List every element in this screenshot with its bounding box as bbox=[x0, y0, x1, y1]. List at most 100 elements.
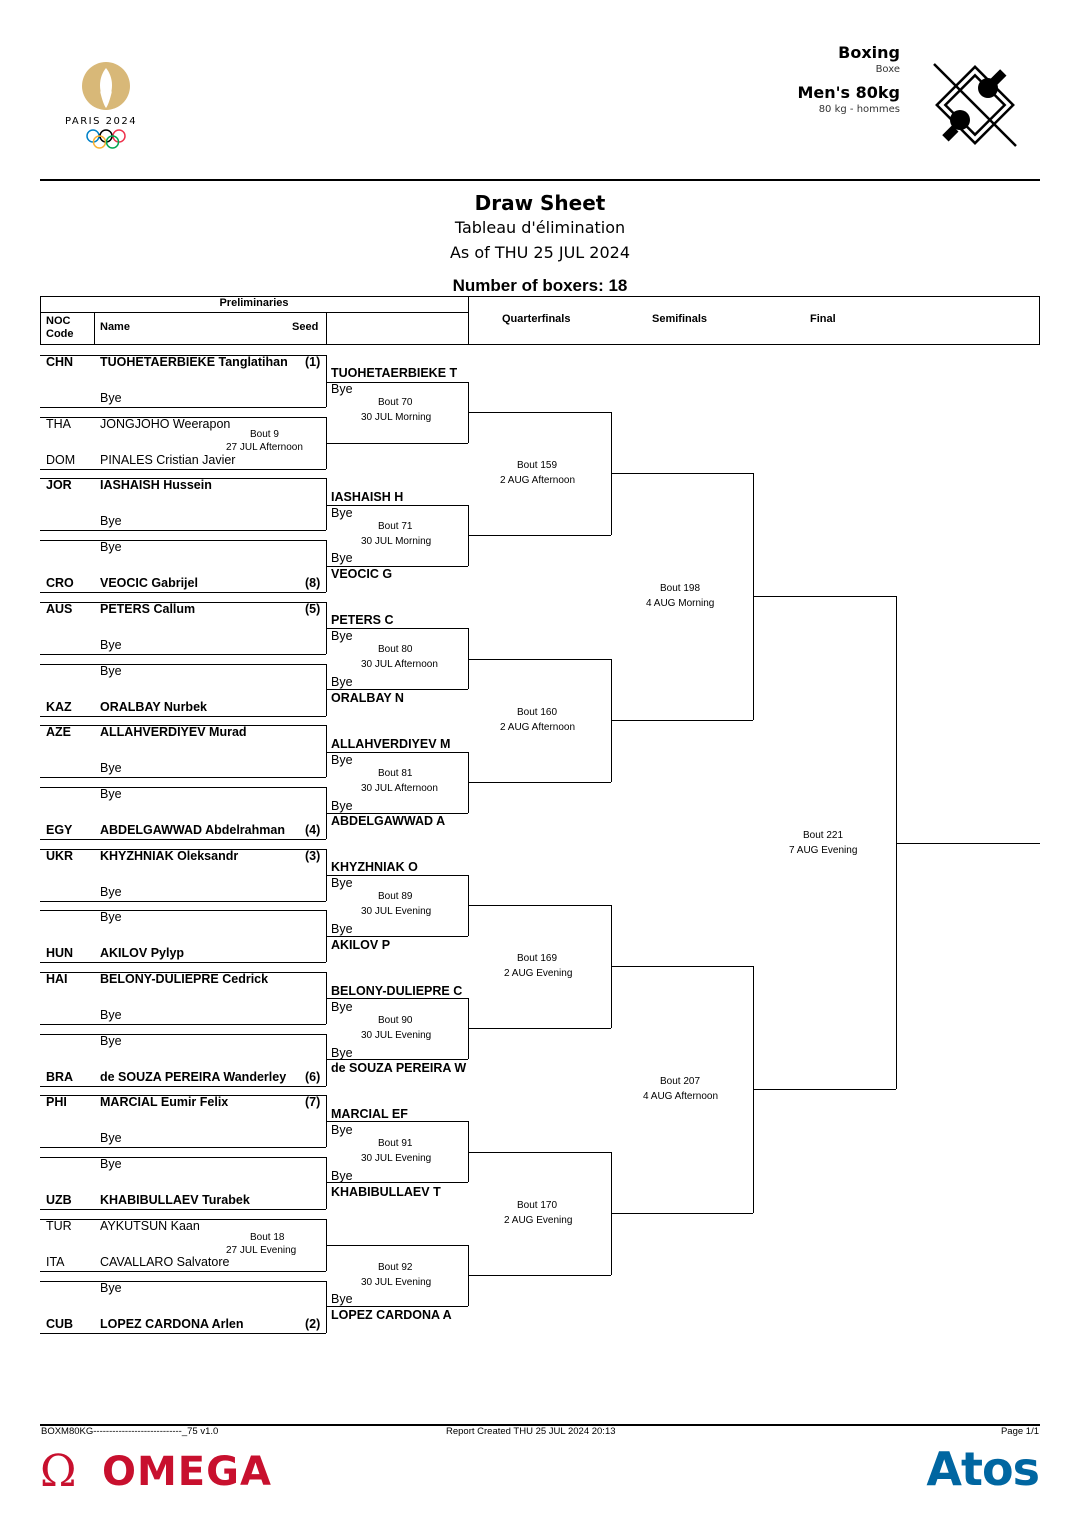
quarterfinals-header: Quarterfinals bbox=[502, 313, 571, 325]
bout-number: Bout 207 bbox=[660, 1076, 701, 1087]
bout-time: 30 JUL Evening bbox=[361, 1277, 432, 1288]
bracket-line bbox=[468, 782, 611, 783]
noc-code: DOM bbox=[46, 452, 76, 467]
bye-label: Bye bbox=[100, 637, 122, 652]
boxer-name: KHYZHNIAK O bbox=[331, 860, 418, 874]
bracket-line bbox=[326, 1157, 327, 1210]
boxer-name: IASHAISH H bbox=[331, 490, 404, 504]
bracket-line bbox=[40, 777, 326, 779]
boxer-name: KHYZHNIAK Oleksandr bbox=[100, 848, 239, 863]
noc-code: PHI bbox=[46, 1095, 67, 1110]
bracket-line bbox=[326, 505, 468, 506]
bracket-line bbox=[326, 628, 468, 629]
bout-time: 2 AUG Evening bbox=[504, 1215, 573, 1226]
bracket-line bbox=[40, 725, 326, 727]
noc-code: TUR bbox=[46, 1218, 72, 1233]
noc-code: KAZ bbox=[46, 699, 72, 714]
bracket-line bbox=[40, 663, 326, 665]
seed-label: (1) bbox=[305, 355, 321, 369]
bracket-line bbox=[326, 416, 327, 469]
boxer-name: KHABIBULLAEV T bbox=[331, 1185, 441, 1199]
seed-label: (6) bbox=[305, 1069, 321, 1084]
bout-number: Bout 170 bbox=[517, 1200, 558, 1211]
preliminaries-header: Preliminaries bbox=[219, 297, 289, 309]
boxer-name: VEOCIC G bbox=[331, 567, 393, 581]
bout-time: 30 JUL Evening bbox=[361, 1030, 432, 1041]
bracket-line bbox=[468, 659, 611, 660]
bye-label: Bye bbox=[331, 753, 353, 767]
bye-label: Bye bbox=[331, 876, 353, 890]
bracket-line bbox=[326, 848, 327, 901]
boxer-name: AYKUTSUN Kaan bbox=[100, 1218, 200, 1233]
noc-code: JOR bbox=[46, 478, 72, 493]
footer-rule bbox=[40, 1424, 1040, 1426]
sport-title-fr: Boxe bbox=[875, 64, 900, 75]
bracket-line bbox=[40, 1209, 326, 1211]
seed-label: (5) bbox=[305, 601, 321, 616]
bye-label: Bye bbox=[331, 629, 353, 643]
bye-label: Bye bbox=[331, 382, 353, 396]
noc-code: HAI bbox=[46, 972, 68, 986]
bracket-line bbox=[40, 1024, 326, 1025]
bracket-line bbox=[40, 972, 326, 973]
bracket-line bbox=[468, 1275, 611, 1276]
bout-time: 2 AUG Evening bbox=[504, 968, 573, 979]
bye-label: Bye bbox=[331, 1123, 353, 1137]
bracket-line bbox=[40, 355, 326, 356]
bracket-line bbox=[896, 596, 897, 1089]
bye-label: Bye bbox=[100, 786, 122, 801]
boxer-name: PETERS C bbox=[331, 613, 394, 627]
bout-number: Bout 18 bbox=[250, 1232, 285, 1243]
boxer-name: ABDELGAWWAD Abdelrahman bbox=[100, 822, 285, 837]
boxing-pictogram-icon bbox=[928, 58, 1022, 152]
bout-number: Bout 169 bbox=[517, 953, 558, 964]
boxer-name: TUOHETAERBIEKE Tanglatihan bbox=[100, 355, 288, 369]
bye-label: Bye bbox=[100, 884, 122, 899]
bout-number: Bout 159 bbox=[517, 460, 558, 471]
bye-label: Bye bbox=[100, 910, 122, 925]
header-rule bbox=[40, 179, 1040, 181]
bout-time: 2 AUG Afternoon bbox=[500, 722, 576, 733]
boxer-name: MARCIAL EF bbox=[331, 1107, 408, 1121]
noc-code: AUS bbox=[46, 601, 73, 616]
semifinals-header: Semifinals bbox=[652, 313, 708, 325]
bout-time: 30 JUL Afternoon bbox=[361, 783, 438, 794]
bye-label: Bye bbox=[331, 1292, 353, 1306]
bracket-line bbox=[40, 838, 326, 840]
bracket-line bbox=[326, 1121, 468, 1122]
boxer-name: IASHAISH Hussein bbox=[100, 478, 212, 493]
page-title-fr: Tableau d'élimination bbox=[454, 218, 626, 237]
bracket-line bbox=[468, 1121, 469, 1182]
bout-number: Bout 80 bbox=[378, 644, 413, 655]
bout-time: 27 JUL Afternoon bbox=[226, 442, 303, 453]
report-created: Report Created THU 25 JUL 2024 20:13 bbox=[446, 1426, 616, 1437]
bracket-line bbox=[326, 566, 468, 567]
bout-number: Bout 198 bbox=[660, 583, 701, 594]
bye-label: Bye bbox=[100, 514, 122, 529]
bracket-line bbox=[468, 1152, 611, 1153]
bout-number: Bout 89 bbox=[378, 891, 413, 902]
bracket-line bbox=[326, 443, 468, 444]
event-title: Men's 80kg bbox=[797, 83, 900, 102]
boxer-name: LOPEZ CARDONA A bbox=[331, 1308, 452, 1322]
name-header: Name bbox=[100, 321, 130, 333]
final-bout-time: 7 AUG Evening bbox=[789, 845, 858, 856]
boxer-name: KHABIBULLAEV Turabek bbox=[100, 1193, 250, 1208]
bracket-line bbox=[611, 720, 753, 721]
boxer-name: TUOHETAERBIEKE T bbox=[331, 366, 458, 380]
bracket-line bbox=[40, 962, 326, 964]
noc-code: CUB bbox=[46, 1316, 74, 1331]
bout-number: Bout 90 bbox=[378, 1015, 413, 1026]
bracket-line bbox=[40, 478, 326, 480]
bracket-line bbox=[40, 1157, 326, 1159]
bracket-line bbox=[326, 1059, 468, 1060]
bracket-line bbox=[40, 1147, 326, 1149]
boxer-name: PINALES Cristian Javier bbox=[100, 452, 236, 467]
bracket-line bbox=[326, 601, 327, 654]
bracket-line bbox=[40, 848, 326, 850]
bracket-line bbox=[326, 689, 468, 690]
bye-label: Bye bbox=[100, 1280, 122, 1295]
seed-header: Seed bbox=[292, 321, 319, 333]
bracket-line bbox=[326, 1218, 327, 1271]
bracket-line bbox=[40, 530, 326, 532]
